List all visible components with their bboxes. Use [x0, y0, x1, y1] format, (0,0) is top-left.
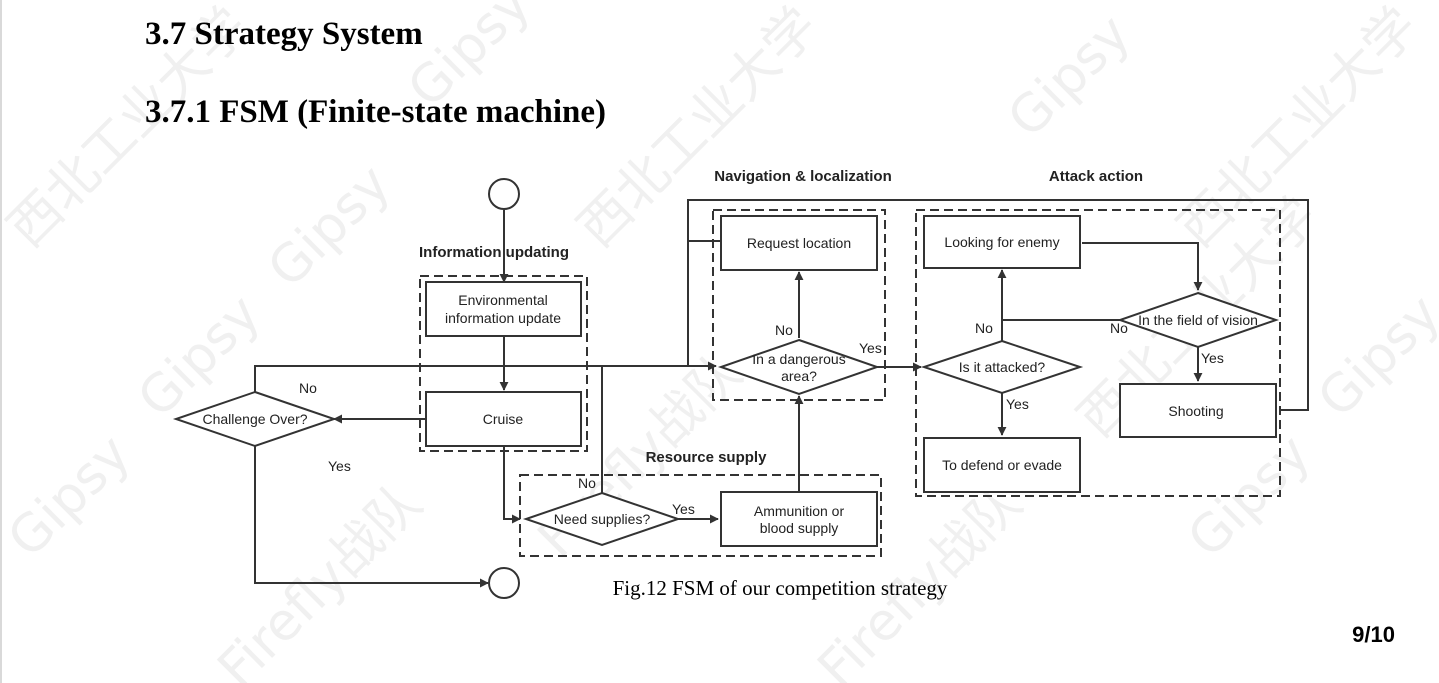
- node-cruise: Cruise: [425, 391, 582, 447]
- edge-label-supplies-yes: Yes: [672, 501, 695, 517]
- watermark-text: Firefly战队: [207, 473, 434, 683]
- node-need-supplies-label: Need supplies?: [554, 511, 651, 527]
- node-env-update-label: Environmental: [458, 292, 548, 308]
- node-dangerous-area-label: area?: [781, 368, 817, 384]
- node-looking-for-enemy: Looking for enemy: [923, 215, 1081, 269]
- group-title-info-updating: Information updating: [419, 244, 569, 261]
- section-heading: 3.7 Strategy System: [145, 16, 423, 52]
- figure-caption: Fig.12 FSM of our competition strategy: [612, 576, 948, 600]
- edge-label-attacked-yes: Yes: [1006, 396, 1029, 412]
- watermark-text: Gipsy: [1307, 284, 1439, 429]
- edge-label-challenge-yes: Yes: [328, 458, 351, 474]
- node-shooting: Shooting: [1119, 383, 1277, 438]
- node-is-attacked-label: Is it attacked?: [959, 359, 1046, 375]
- node-request-location-label: Request location: [747, 235, 851, 251]
- node-field-of-vision: In the field of vision: [1116, 291, 1280, 349]
- group-title-resource: Resource supply: [646, 449, 768, 466]
- node-challenge-over-label: Challenge Over?: [202, 411, 307, 427]
- node-is-attacked: Is it attacked?: [920, 339, 1084, 395]
- edge-label-attacked-no: No: [975, 320, 993, 336]
- node-defend-evade-label: To defend or evade: [942, 457, 1062, 473]
- node-field-of-vision-label: In the field of vision: [1138, 312, 1258, 328]
- node-dangerous-area-label: In a dangerous: [752, 351, 845, 367]
- node-need-supplies: Need supplies?: [522, 491, 682, 547]
- connectors: [254, 199, 1309, 588]
- page-edge: [0, 0, 2, 683]
- node-ammunition-supply: Ammunition or blood supply: [720, 491, 878, 547]
- node-request-location: Request location: [720, 215, 878, 271]
- watermark-text: Gipsy: [257, 154, 402, 299]
- node-challenge-over: Challenge Over?: [172, 390, 338, 448]
- end-state: [488, 567, 520, 599]
- node-cruise-label: Cruise: [483, 411, 524, 427]
- edge-label-vision-yes: Yes: [1201, 350, 1224, 366]
- edge-label-vision-no: No: [1110, 320, 1128, 336]
- node-defend-evade: To defend or evade: [923, 437, 1081, 493]
- watermark-text: Gipsy: [0, 424, 142, 569]
- node-ammunition-supply-label: Ammunition or: [754, 503, 845, 519]
- subsection-heading: 3.7.1 FSM (Finite-state machine): [145, 94, 606, 130]
- edge-label-supplies-no: No: [578, 475, 596, 491]
- node-looking-for-enemy-label: Looking for enemy: [944, 234, 1059, 250]
- node-shooting-label: Shooting: [1168, 403, 1223, 419]
- group-title-attack: Attack action: [1049, 168, 1143, 185]
- page-number: 9/10: [1352, 622, 1395, 647]
- group-title-navigation: Navigation & localization: [714, 168, 892, 185]
- edge-label-challenge-no: No: [299, 380, 317, 396]
- group-attack: [915, 209, 1281, 497]
- watermark-text: Gipsy: [997, 4, 1142, 149]
- edge-label-dangerous-no: No: [775, 322, 793, 338]
- node-ammunition-supply-label: blood supply: [760, 520, 839, 536]
- edge-label-dangerous-yes: Yes: [859, 340, 882, 356]
- node-env-update-label: information update: [445, 310, 561, 326]
- node-env-update: Environmental information update: [425, 281, 582, 337]
- start-state: [488, 178, 520, 210]
- node-dangerous-area: In a dangerous area?: [717, 338, 881, 396]
